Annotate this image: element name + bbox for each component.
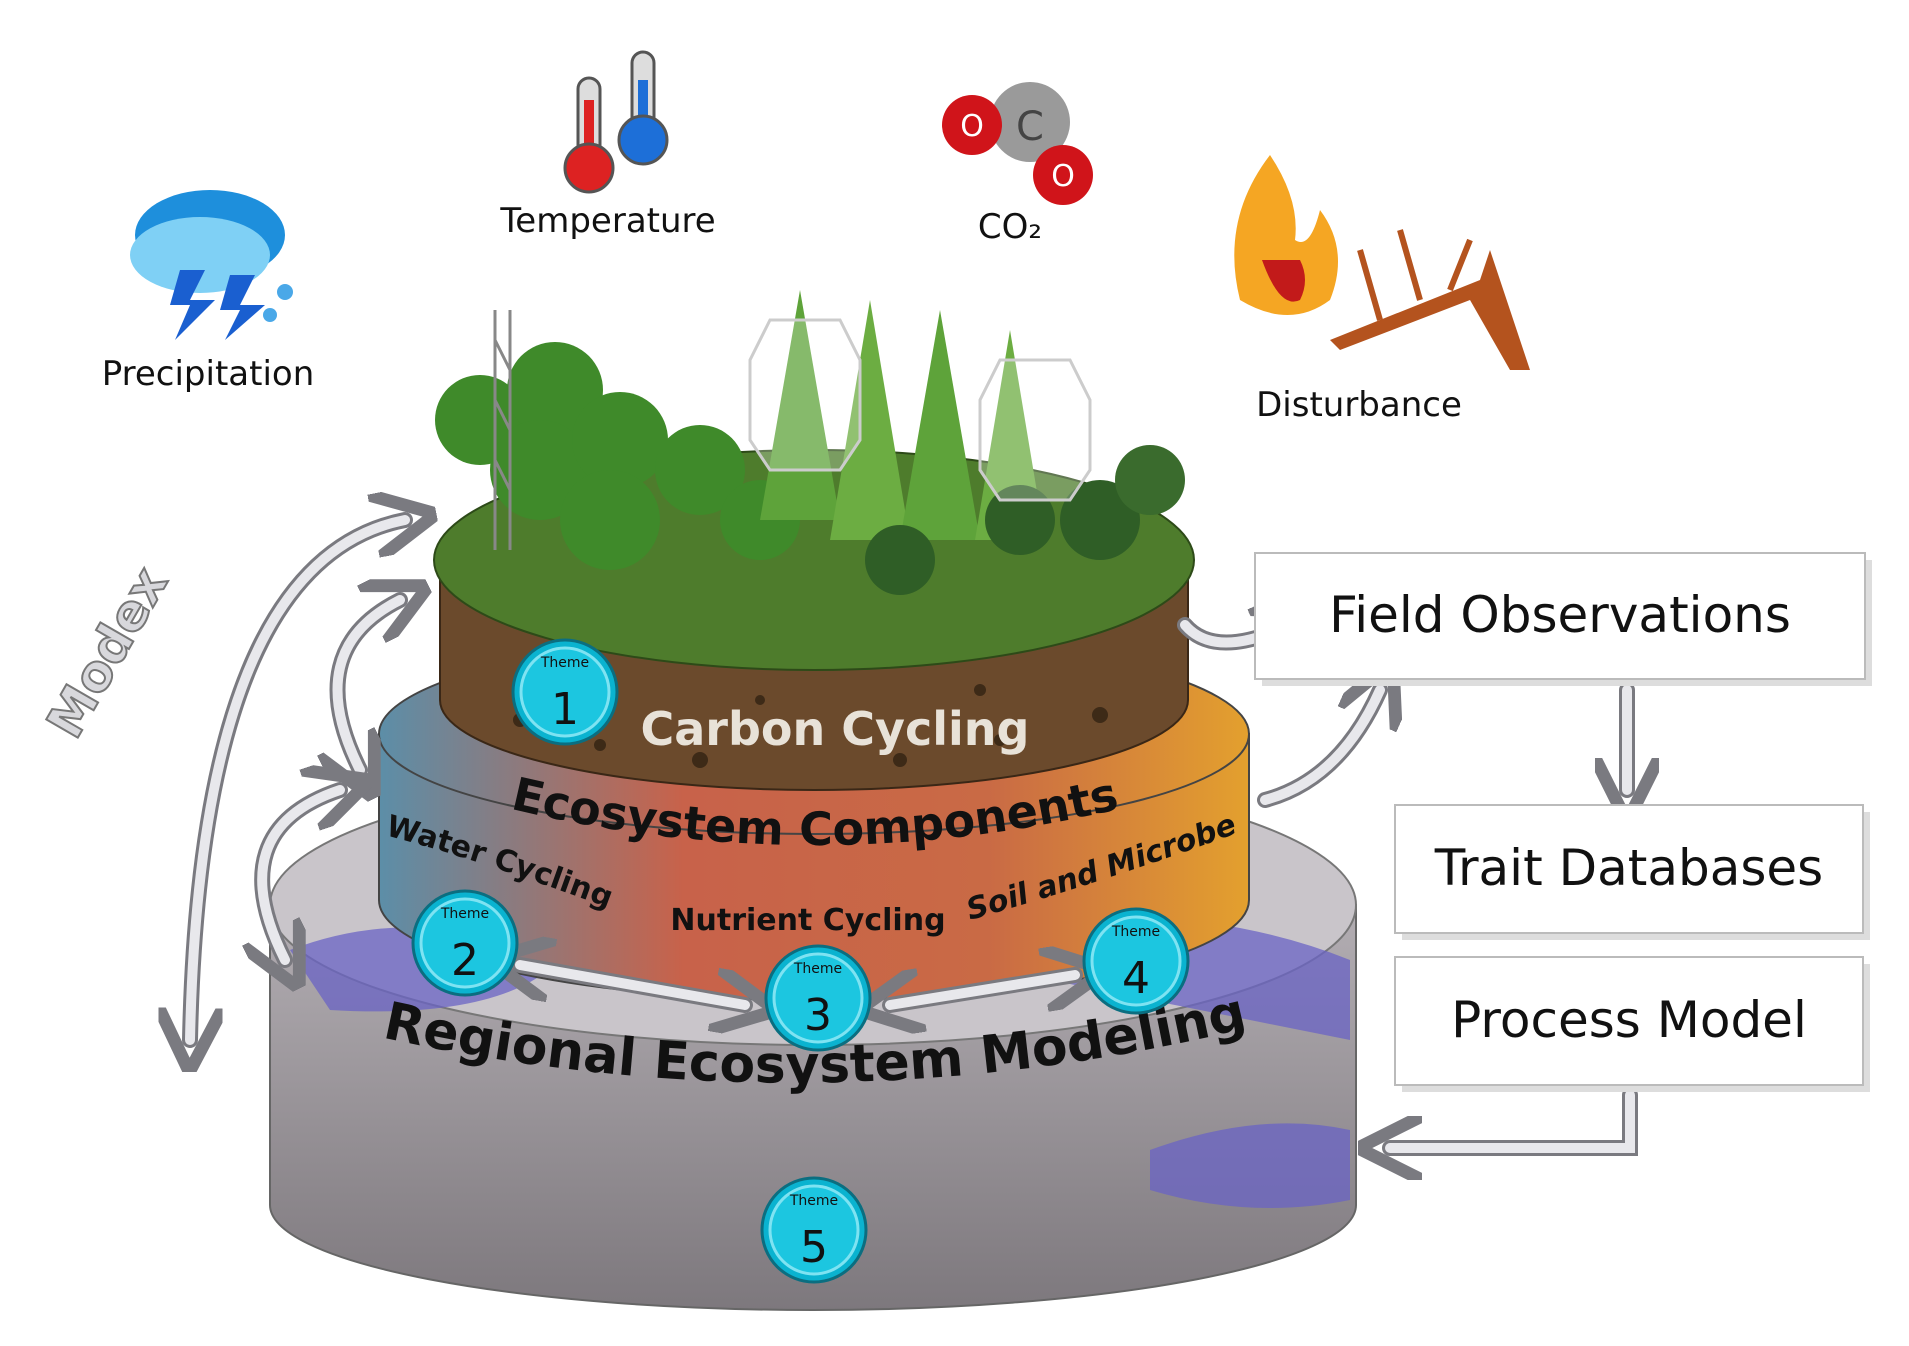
carbon-atom-label: C: [1016, 104, 1044, 150]
trait-databases-box: Trait Databases: [1394, 804, 1870, 940]
chamber-icon: [748, 318, 1092, 502]
theme-badge-2: Theme 2: [411, 889, 519, 997]
theme-badge-1: Theme 1: [511, 638, 619, 746]
cloud-rain-icon: [130, 190, 293, 340]
theme-word: Theme: [1111, 924, 1160, 940]
theme-word: Theme: [789, 1193, 838, 1209]
theme-word: Theme: [793, 961, 842, 977]
precipitation-driver: Precipitation: [102, 190, 315, 394]
carbon-layer: Carbon Cycling: [433, 290, 1195, 791]
oxygen-atom-label: O: [1051, 159, 1075, 194]
co2-label: CO₂: [978, 207, 1042, 247]
oxygen-atom-label: O: [960, 109, 984, 144]
field-observations-label: Field Observations: [1329, 586, 1791, 644]
thermometer-icon: [563, 50, 669, 194]
disturbance-driver: Disturbance: [1234, 155, 1530, 425]
trait-databases-label: Trait Databases: [1434, 839, 1823, 897]
theme-number: 2: [451, 935, 479, 986]
theme-word: Theme: [540, 655, 589, 671]
process-model-box: Process Model: [1394, 956, 1870, 1092]
modex-label: Modex: [36, 557, 179, 747]
fire-fallen-tree-icon: [1234, 155, 1530, 370]
theme-number: 1: [551, 684, 579, 735]
temperature-driver: Temperature: [499, 50, 716, 241]
theme-number: 3: [804, 990, 832, 1041]
disturbance-label: Disturbance: [1256, 385, 1462, 425]
theme-badge-5: Theme 5: [760, 1176, 868, 1284]
field-observations-box: Field Observations: [1254, 552, 1872, 686]
modex-arrows: [190, 520, 1630, 1148]
tower-icon: [493, 310, 512, 550]
carbon-label: Carbon Cycling: [640, 702, 1029, 756]
nutrient-cycling-label: Nutrient Cycling: [670, 903, 945, 938]
temperature-label: Temperature: [499, 201, 715, 241]
theme-number: 4: [1122, 953, 1150, 1004]
co2-molecule-icon: O C O: [942, 82, 1093, 205]
theme-badge-3: Theme 3: [764, 944, 872, 1052]
co2-driver: O C O CO₂: [942, 82, 1093, 247]
process-model-label: Process Model: [1451, 991, 1807, 1049]
theme-badge-4: Theme 4: [1082, 907, 1190, 1015]
theme-number: 5: [800, 1222, 828, 1273]
precipitation-label: Precipitation: [102, 354, 315, 394]
theme-word: Theme: [440, 906, 489, 922]
